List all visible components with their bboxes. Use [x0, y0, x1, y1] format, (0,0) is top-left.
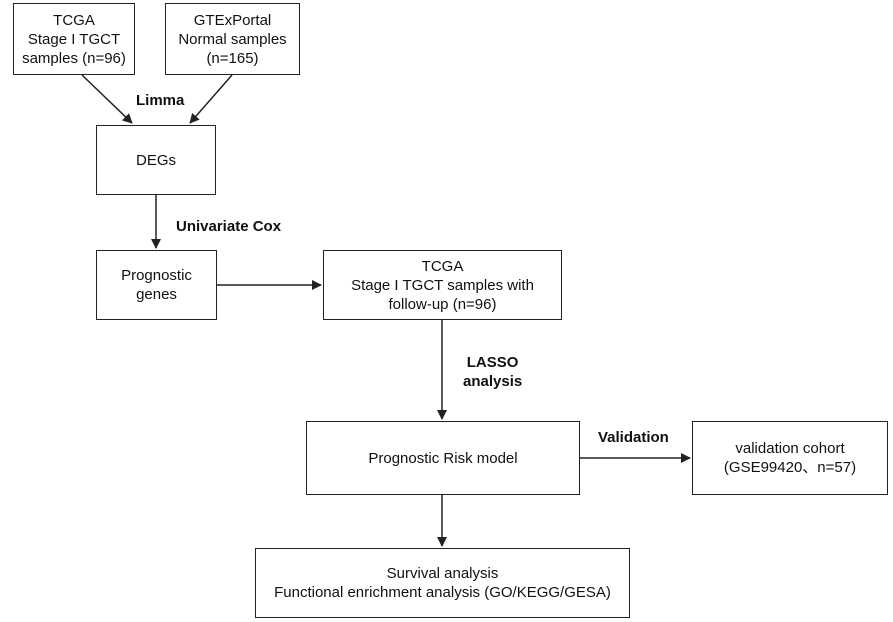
edge-label-limma: Limma: [136, 92, 185, 109]
edge-label-validation: Validation: [598, 429, 669, 446]
arrow-tcga-to-degs: [81, 74, 133, 124]
node-tcga-followup-samples: TCGA Stage I TGCT samples with follow-up…: [323, 250, 562, 320]
node-survival-functional-analysis: Survival analysis Functional enrichment …: [255, 548, 630, 618]
node-prognostic-genes: Prognostic genes: [96, 250, 217, 320]
node-gtex-normal-samples: GTExPortal Normal samples (n=165): [165, 3, 300, 75]
node-degs: DEGs: [96, 125, 216, 195]
edge-label-univariate-cox: Univariate Cox: [176, 218, 282, 235]
node-validation-cohort: validation cohort (GSE99420、n=57): [692, 421, 888, 495]
edge-label-lasso-analysis: LASSO analysis: [463, 354, 523, 390]
node-prognostic-risk-model: Prognostic Risk model: [306, 421, 580, 495]
arrow-gtex-to-degs: [189, 74, 233, 124]
node-tcga-stage1-samples: TCGA Stage I TGCT samples (n=96): [13, 3, 135, 75]
